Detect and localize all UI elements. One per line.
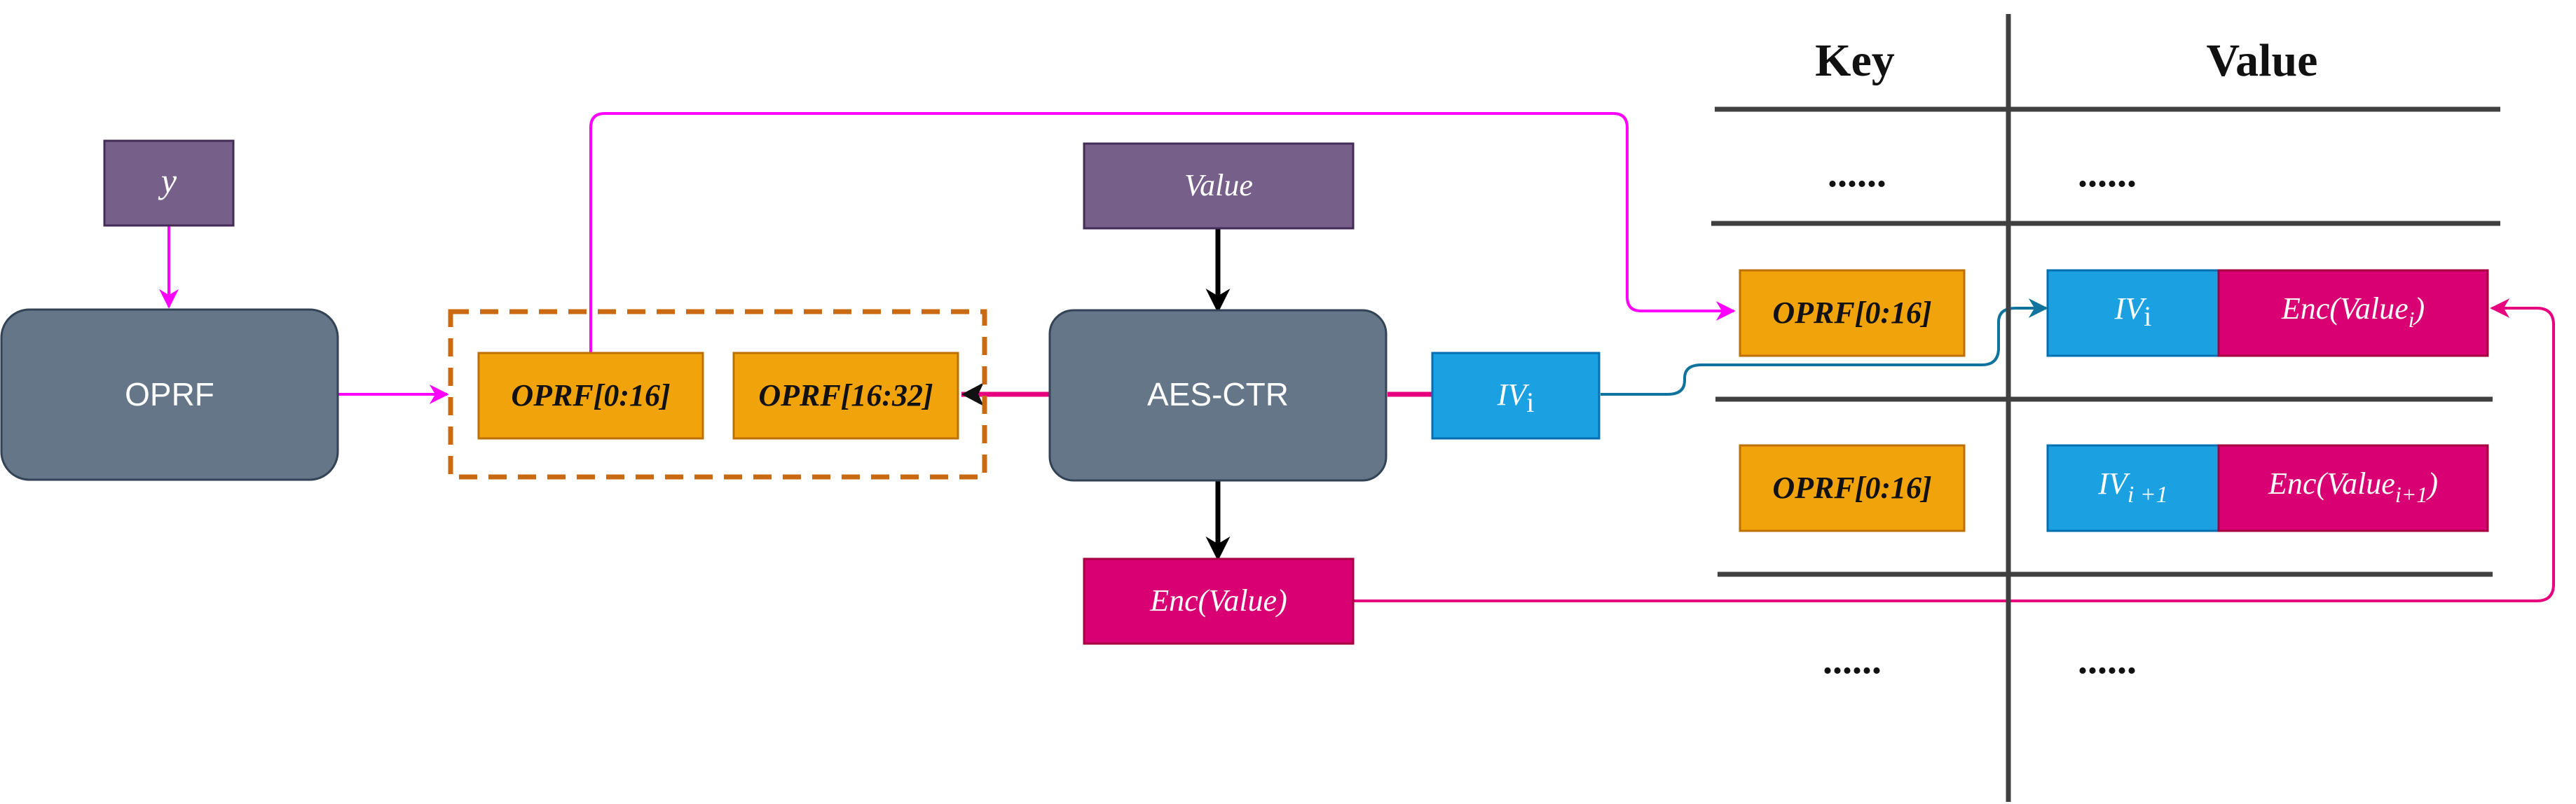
edge-enc-to-table-enc xyxy=(1354,298,2555,602)
edge-oprf-low-to-table-key xyxy=(589,112,1736,352)
table-row-i-enc xyxy=(2217,269,2489,357)
oprf-split-group xyxy=(448,309,987,480)
table-row-i-enc-sub: i xyxy=(2409,307,2415,332)
table-row-i1-iv-sub: i +1 xyxy=(2128,482,2168,508)
iv-label-sub: i xyxy=(1526,387,1534,418)
iv-node xyxy=(1431,352,1601,440)
y-input-node xyxy=(103,139,235,227)
oprf-node xyxy=(0,308,339,481)
table-header-value: Value xyxy=(2207,35,2318,86)
oprf-high-label: OPRF[16:32] xyxy=(758,378,933,413)
edge-aes-oprf-high-arrowhead-left xyxy=(961,382,984,406)
oprf-low-label: OPRF[0:16] xyxy=(511,378,670,413)
table-row-i1-iv-base: IV xyxy=(2097,466,2131,501)
table-row-i-iv-base: IV xyxy=(2114,291,2148,326)
iv-label-base: IV xyxy=(1497,377,1530,412)
table-row-i-enc-base: Enc(Value xyxy=(2281,291,2409,326)
aes-ctr-node xyxy=(1048,309,1388,482)
oprf-low-node xyxy=(477,352,704,440)
table-ellipsis-key-top: ...... xyxy=(1828,152,1886,195)
table-row-i1-iv xyxy=(2046,444,2220,532)
table-row-i1-enc-sub: i+1 xyxy=(2395,482,2427,507)
table-ellipsis-value-top: ...... xyxy=(2078,152,2137,195)
table-row-i1-enc-close: ) xyxy=(2425,466,2438,501)
table-row-i1-key-label: OPRF[0:16] xyxy=(1772,471,1931,505)
table-row-i-enc-close: ) xyxy=(2413,291,2425,326)
table-ellipsis-key-bottom: ...... xyxy=(1823,639,1882,682)
table-row-i-iv-sub: i xyxy=(2144,300,2151,332)
table-ellipsis-value-bottom: ...... xyxy=(2078,639,2137,682)
table-row-i-key-label: OPRF[0:16] xyxy=(1772,296,1931,330)
table-row-i1-enc-base: Enc(Value xyxy=(2268,466,2395,501)
table-row-i-iv xyxy=(2046,269,2220,357)
table-row-i-iv-label: IVi xyxy=(2114,291,2152,332)
table-row-i1-key xyxy=(1739,444,1966,532)
value-input-node xyxy=(1083,142,1355,230)
table-row-i-enc-label: Enc(Valuei) xyxy=(2281,291,2425,332)
enc-value-node xyxy=(1083,557,1355,645)
oprf-high-node xyxy=(732,352,959,440)
table-row-i1-iv-label: IVi +1 xyxy=(2097,466,2167,508)
enc-value-label: Enc(Value) xyxy=(1149,583,1287,618)
value-input-label: Value xyxy=(1184,168,1253,202)
y-input-label: y xyxy=(158,161,177,200)
table-row-i1-enc xyxy=(2217,444,2489,532)
table-row-i-key xyxy=(1739,269,1966,357)
table-header-key: Key xyxy=(1815,35,1895,86)
aes-ctr-label: AES-CTR xyxy=(1147,376,1289,413)
oprf-label: OPRF xyxy=(125,376,214,413)
table-row-i1-enc-label: Enc(Valuei+1) xyxy=(2268,466,2438,507)
iv-label: IVi xyxy=(1497,377,1535,418)
edge-iv-to-table-iv xyxy=(1601,298,2048,396)
